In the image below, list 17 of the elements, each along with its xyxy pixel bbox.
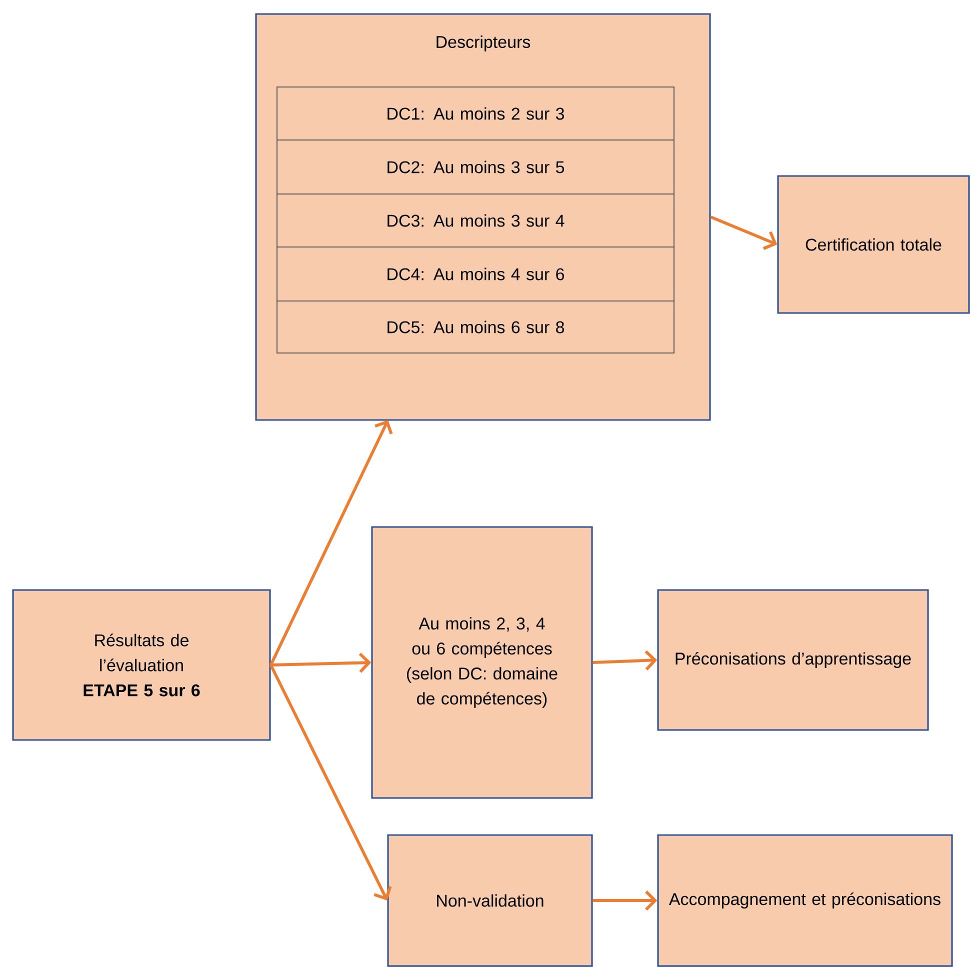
arrow [269,664,392,901]
table-row: DC2: Au moins 3 sur 5 [276,140,674,194]
arrow [270,652,372,673]
process-box: Certification totale [777,175,970,314]
process-box: Accompagnement et préconisations [657,834,953,967]
process-box: Résultats de l’évaluation ETAPE 5 sur 6 [12,589,271,741]
process-box: Au moins 2, 3, 4 ou 6 compétences (selon DC: domaine de compétences) [371,526,593,799]
arrow [710,216,778,250]
process-box: Non-validation [387,834,593,967]
table-row: DC1: Au moins 2 sur 3 [276,86,674,140]
arrow [592,650,658,670]
arrow [269,420,393,666]
table-row: DC3: Au moins 3 sur 4 [276,194,674,248]
table-row: DC5: Au moins 6 sur 8 [276,300,674,354]
table-row: DC4: Au moins 4 sur 6 [276,246,674,302]
arrow [592,890,658,911]
process-box: Préconisations d’apprentissage [657,589,929,731]
